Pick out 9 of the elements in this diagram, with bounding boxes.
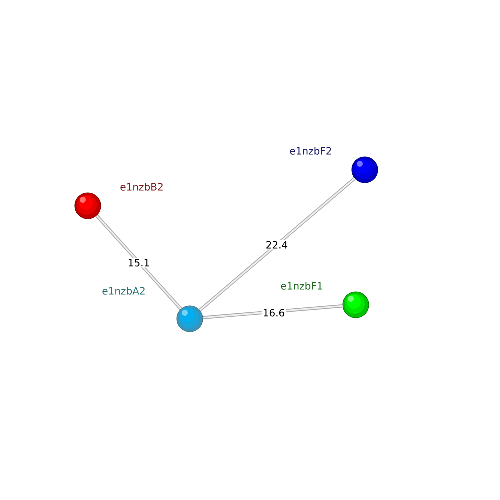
edge-label: 16.6: [262, 308, 286, 318]
edge-line: [96, 214, 182, 310]
node-label: e1nzbF1: [281, 282, 322, 290]
node-label: e1nzbB2: [120, 183, 163, 191]
node-label: e1nzbF2: [290, 147, 332, 155]
node-label: e1nzbA2: [102, 287, 145, 295]
edge-line: [199, 177, 356, 312]
edge-label: 22.4: [264, 240, 290, 250]
edge-label: 15.1: [126, 258, 152, 268]
